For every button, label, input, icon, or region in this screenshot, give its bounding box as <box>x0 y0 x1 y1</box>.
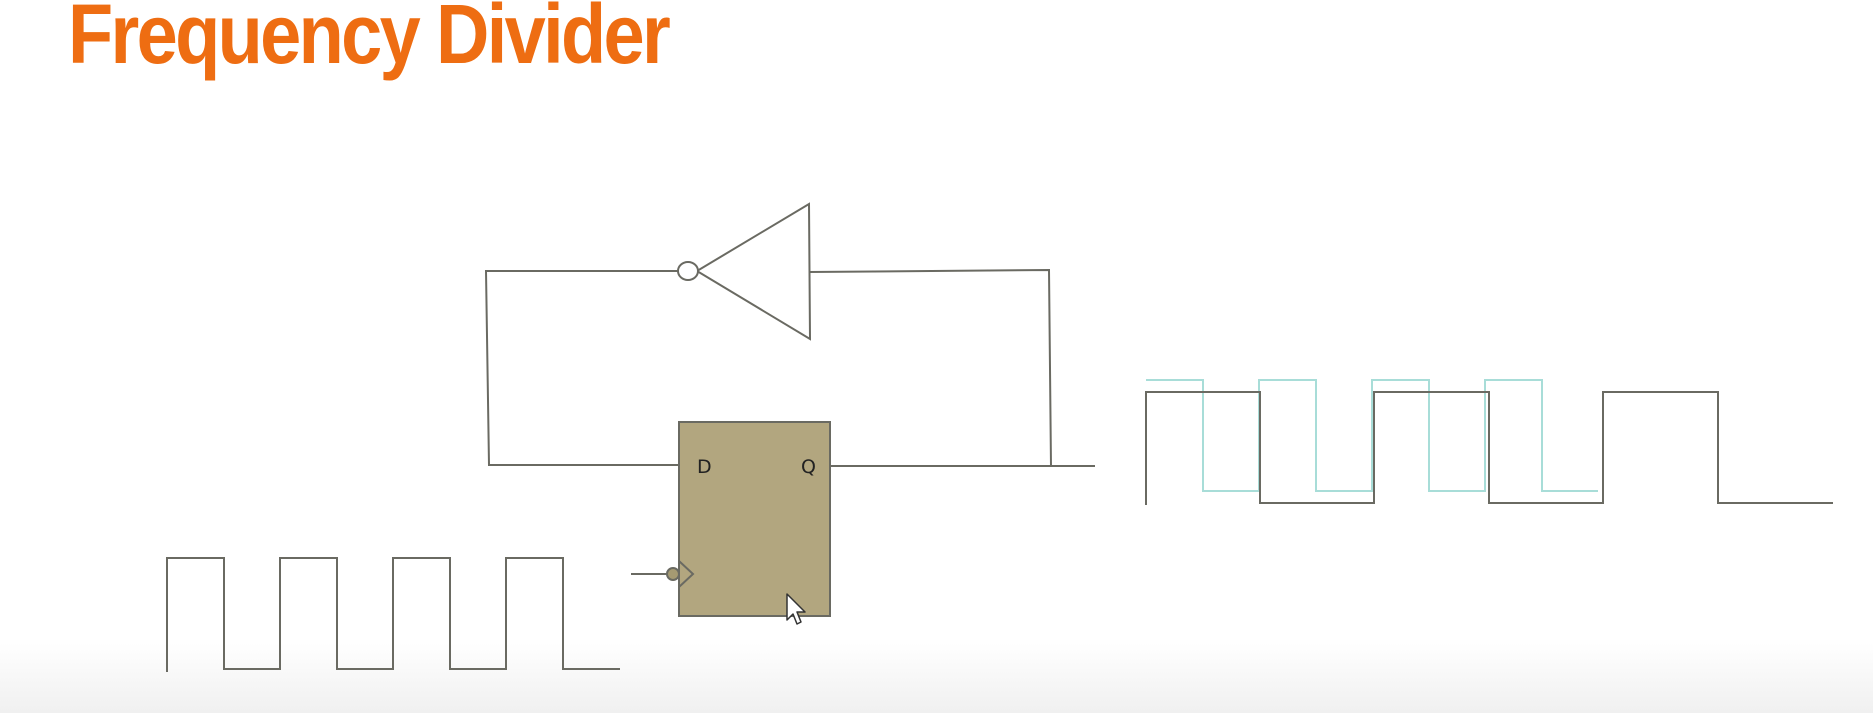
reference-clock-waveform <box>1146 379 1598 492</box>
q-output-label: Q <box>801 456 816 478</box>
clock-edge-triangle <box>678 560 695 588</box>
output-waveform <box>1145 391 1833 505</box>
clock-inversion-bubble <box>666 567 680 581</box>
mouse-cursor-icon <box>786 593 806 625</box>
feedback-wire-right <box>808 268 1052 468</box>
bottom-gradient <box>0 643 1873 713</box>
page-title: Frequency Divider <box>68 0 671 81</box>
d-input-label: D <box>697 456 712 478</box>
input-clock-waveform <box>166 557 620 672</box>
inversion-bubble <box>677 261 699 281</box>
feedback-wire-left <box>484 270 679 466</box>
not-gate-triangle <box>695 202 812 341</box>
d-flip-flop <box>678 421 831 617</box>
